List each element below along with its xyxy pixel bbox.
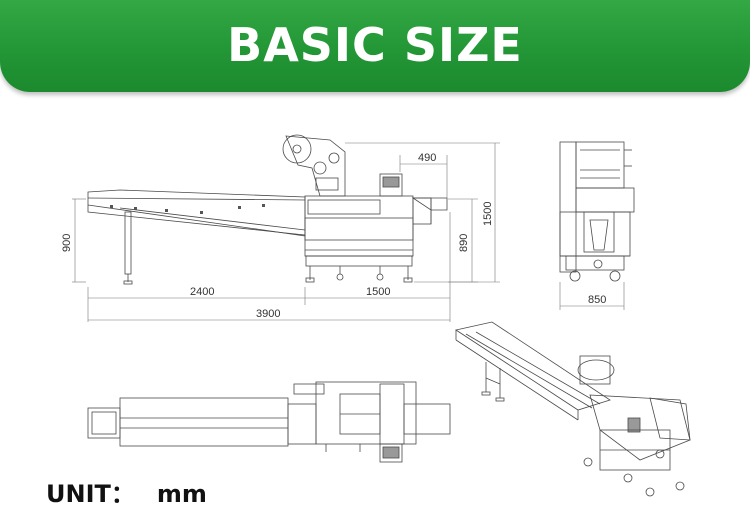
dim-top-width: 490	[418, 152, 436, 164]
isometric-view	[454, 321, 691, 497]
dim-infeed-height: 900	[61, 234, 73, 252]
front-view	[72, 134, 500, 322]
header-banner: BASIC SIZE	[0, 0, 750, 92]
dim-body-length: 1500	[366, 286, 390, 298]
unit-note: UNIT： mm	[46, 474, 207, 509]
side-view	[559, 141, 635, 310]
page-title: BASIC SIZE	[227, 18, 523, 72]
unit-value: mm	[156, 480, 207, 508]
dim-total-length: 3900	[256, 308, 280, 320]
top-view	[87, 381, 451, 463]
unit-label: UNIT：	[46, 480, 135, 508]
dim-table-height: 890	[458, 234, 470, 252]
dim-total-height: 1500	[482, 202, 494, 226]
dim-infeed-length: 2400	[190, 286, 214, 298]
dim-side-width: 850	[588, 294, 606, 306]
